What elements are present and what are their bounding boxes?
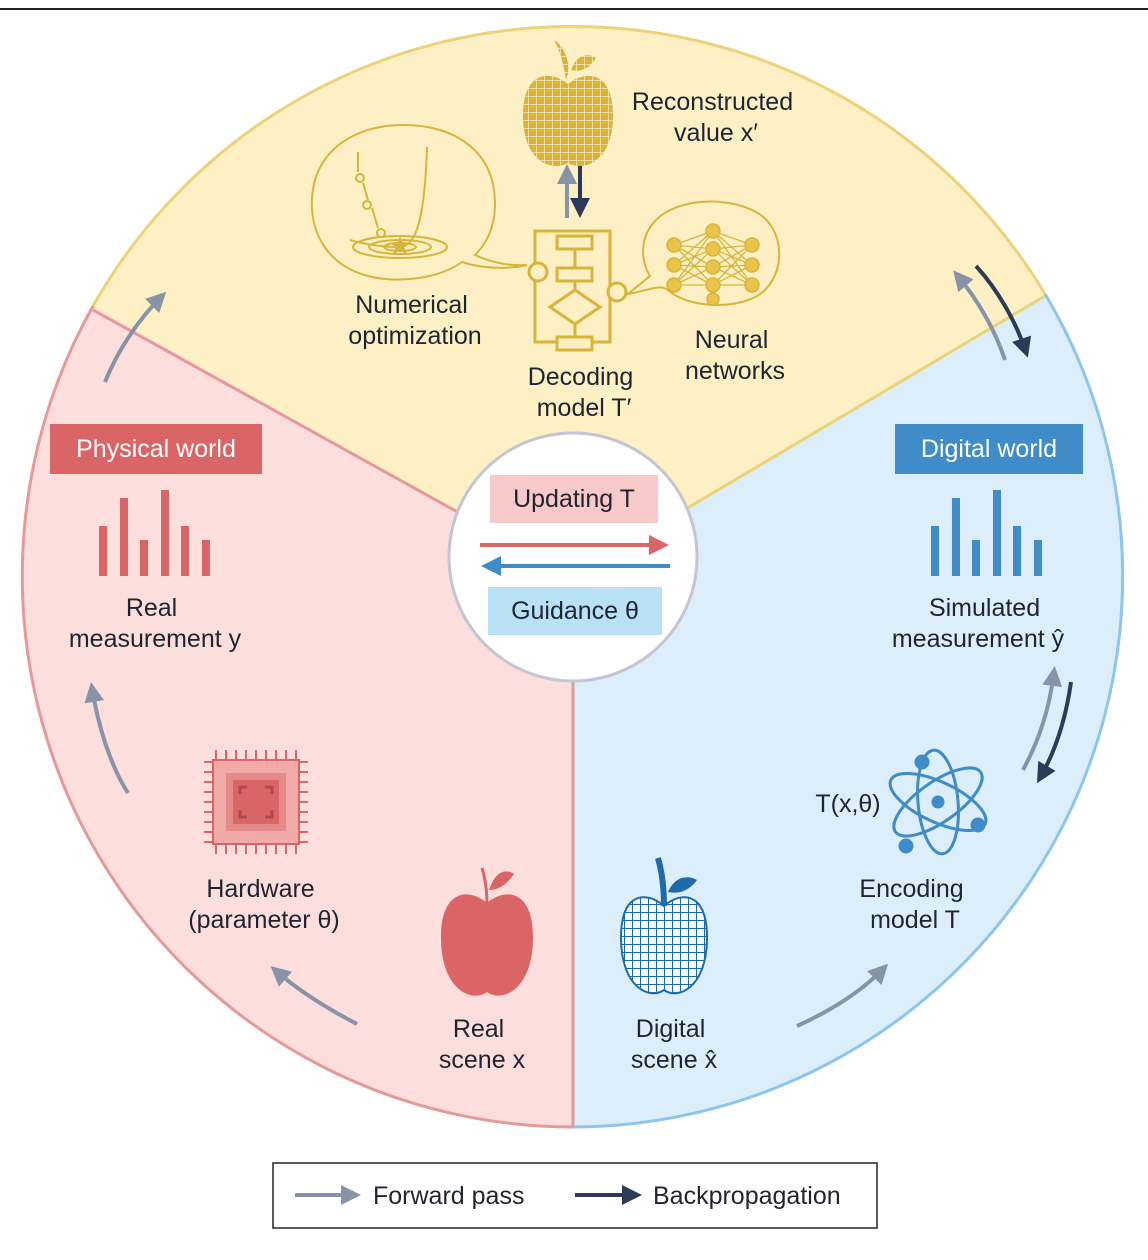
forward-arrow-scene-to-hardware [270, 966, 358, 1026]
decoding-arc [91, 24, 1047, 307]
sim-bar-3 [972, 540, 980, 576]
physical-world-badge-label: Physical world [76, 435, 236, 463]
bar-chart-icon [931, 490, 1042, 576]
bar-chart-icon [99, 490, 210, 576]
simulated-measurement-label: Simulated measurement ŷ [892, 594, 1065, 653]
real-measurement-label: Real measurement y [69, 594, 242, 653]
physical-world-badge [50, 424, 262, 474]
chip-icon [204, 750, 308, 854]
encoding-formula: T(x,θ) [815, 790, 880, 818]
digital-world-badge-label: Digital world [921, 435, 1057, 463]
real-bar-1 [99, 526, 107, 576]
encoding-model-label: Encoding model T [859, 875, 970, 934]
sim-bar-1 [931, 526, 939, 576]
numerical-optimization-label: Numerical optimization [348, 291, 481, 350]
reconstructed-label: Reconstructed value x′ [632, 88, 800, 147]
optimization-icon [310, 123, 528, 281]
digital-world-badge [895, 424, 1083, 474]
neural-network-icon [624, 200, 781, 306]
grid-apple-icon [522, 40, 614, 167]
real-bar-2 [120, 498, 128, 576]
digital-scene-label: Digital scene x̂ [631, 1015, 718, 1074]
sim-bar-2 [952, 498, 960, 576]
physical-arc [20, 305, 574, 1129]
neural-networks-label: Neural networks [685, 326, 785, 385]
forward-arrow-decoding-to-digital [953, 270, 1007, 361]
decoding-sector [93, 25, 1045, 576]
real-bar-6 [202, 540, 210, 576]
guidance-box [488, 587, 662, 635]
real-bar-5 [181, 526, 189, 576]
sim-bar-5 [1013, 526, 1021, 576]
backprop-arrow-measurement-to-encoding [1037, 681, 1073, 784]
real-bar-4 [161, 490, 169, 576]
real-bar-3 [140, 540, 148, 576]
legend-backprop-label: Backpropagation [653, 1182, 841, 1210]
sim-bar-4 [993, 490, 1001, 576]
apple-icon [440, 867, 534, 996]
forward-arrow-digital-scene-to-encoding [796, 963, 889, 1028]
forward-arrow-measurement-to-decoding [103, 291, 167, 383]
flowchart-icon [527, 229, 628, 352]
hardware-label: Hardware (parameter θ) [188, 875, 339, 934]
updating-label: Updating T [513, 485, 635, 513]
grid-apple-icon [619, 857, 709, 995]
forward-arrow-encoding-to-measurement [1021, 666, 1063, 771]
digital-arc [572, 293, 1125, 1129]
real-scene-label: Real scene x [439, 1015, 526, 1074]
updating-box [490, 475, 658, 523]
backprop-arrow-decoding-to-digital [974, 264, 1032, 358]
atom-icon [888, 748, 988, 856]
forward-arrow-hardware-to-measurement [84, 682, 130, 795]
decoding-model-label: Decoding model T′ [528, 363, 641, 422]
guidance-label: Guidance θ [511, 597, 639, 625]
sim-bar-6 [1034, 540, 1042, 576]
center-circle [447, 431, 699, 683]
legend-forward-label: Forward pass [373, 1182, 524, 1210]
